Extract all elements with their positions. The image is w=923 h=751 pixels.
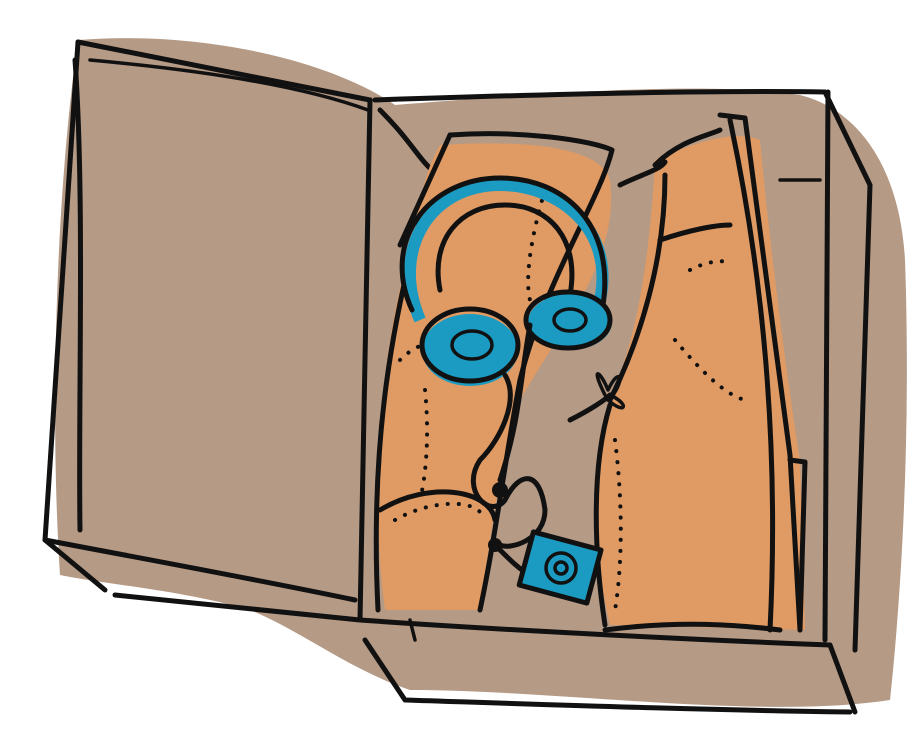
box-body (357, 89, 873, 715)
box-lid (42, 39, 373, 623)
right-boot (567, 112, 808, 633)
headphones (399, 175, 613, 606)
